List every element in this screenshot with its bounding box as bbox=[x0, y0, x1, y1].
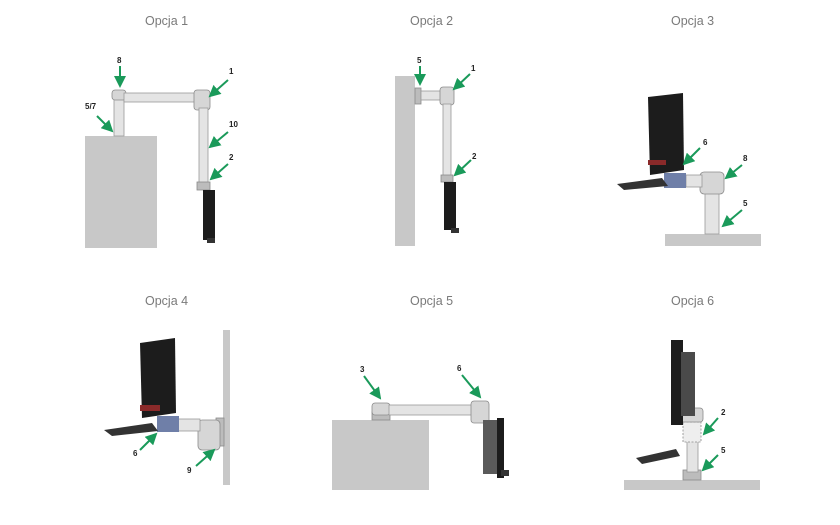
connector bbox=[196, 181, 211, 191]
wall-bracket bbox=[414, 87, 422, 105]
monitor-base bbox=[501, 470, 509, 476]
green-arrow bbox=[195, 448, 216, 467]
joint bbox=[371, 402, 391, 416]
connector bbox=[440, 174, 454, 183]
wall bbox=[395, 76, 415, 246]
callout-label: 1 bbox=[471, 64, 476, 73]
monitor-icon bbox=[671, 340, 683, 425]
monitor-base bbox=[207, 238, 215, 243]
callout-label: 2 bbox=[472, 152, 477, 161]
option-1-title: Opcja 1 bbox=[145, 14, 189, 28]
callout-label: 9 bbox=[187, 466, 192, 475]
callout-label: 2 bbox=[721, 408, 726, 417]
green-arrow bbox=[209, 163, 229, 181]
option-2-title: Opcja 2 bbox=[410, 14, 454, 28]
elbow-joint bbox=[193, 89, 211, 111]
callout-label: 5 bbox=[743, 199, 748, 208]
option-5-illustration bbox=[332, 374, 509, 490]
mount-block bbox=[664, 173, 686, 188]
arm-horizontal bbox=[388, 404, 474, 416]
green-arrow bbox=[461, 374, 482, 399]
monitor-buttons bbox=[648, 160, 666, 165]
option-4-illustration bbox=[104, 330, 230, 485]
green-arrow bbox=[208, 79, 229, 98]
arm-horizontal bbox=[685, 174, 703, 188]
option-3-illustration bbox=[617, 93, 761, 246]
green-arrow bbox=[682, 147, 701, 166]
green-arrow bbox=[139, 432, 158, 451]
keyboard-tray bbox=[617, 178, 668, 190]
callout-label: 6 bbox=[133, 449, 138, 458]
desk bbox=[624, 480, 760, 490]
cabinet bbox=[85, 136, 157, 248]
monitor-screen bbox=[497, 418, 504, 478]
callout-label: 5 bbox=[721, 446, 726, 455]
callout-label: 8 bbox=[117, 56, 122, 65]
green-arrow bbox=[363, 375, 382, 400]
monitor-base bbox=[451, 228, 459, 233]
green-arrow bbox=[208, 131, 229, 149]
elbow-joint bbox=[699, 171, 725, 195]
pole bbox=[704, 191, 720, 235]
green-arrow bbox=[96, 115, 114, 133]
mount-block bbox=[157, 416, 179, 432]
monitor-back bbox=[681, 352, 695, 416]
callout-label: 6 bbox=[457, 364, 462, 373]
option-2-illustration bbox=[395, 66, 472, 246]
pole-lower bbox=[686, 439, 699, 473]
callout-label: 2 bbox=[229, 153, 234, 162]
monitor-icon bbox=[203, 190, 215, 240]
elbow-joint bbox=[197, 419, 221, 451]
option-6-title: Opcja 6 bbox=[671, 294, 715, 308]
pole-section bbox=[682, 421, 702, 443]
monitor-icon bbox=[444, 182, 456, 230]
callout-label: 6 bbox=[703, 138, 708, 147]
green-arrow bbox=[721, 209, 743, 228]
green-arrow bbox=[701, 454, 719, 472]
option-4-title: Opcja 4 bbox=[145, 294, 189, 308]
elbow-joint bbox=[470, 400, 490, 424]
wall bbox=[223, 330, 230, 485]
monitor-icon bbox=[140, 338, 176, 418]
monitor-icon bbox=[648, 93, 684, 175]
option-1-illustration bbox=[85, 66, 229, 248]
callout-label: 8 bbox=[743, 154, 748, 163]
callout-label: 10 bbox=[229, 120, 238, 129]
option-6-illustration bbox=[624, 340, 760, 490]
callout-label: 5 bbox=[417, 56, 422, 65]
callout-label: 1 bbox=[229, 67, 234, 76]
arm-horizontal bbox=[177, 418, 201, 432]
callout-label: 3 bbox=[360, 365, 365, 374]
callout-label: 5/7 bbox=[85, 102, 97, 111]
arm-vertical bbox=[198, 107, 209, 185]
monitor-buttons bbox=[140, 405, 160, 411]
elbow-joint bbox=[439, 86, 455, 106]
desk bbox=[665, 234, 761, 246]
green-arrow bbox=[724, 164, 743, 180]
keyboard-tray bbox=[636, 449, 680, 464]
keyboard-tray bbox=[104, 423, 158, 436]
green-arrow bbox=[702, 417, 719, 436]
option-3-title: Opcja 3 bbox=[671, 14, 715, 28]
arm-horizontal bbox=[123, 92, 203, 103]
desk bbox=[332, 420, 429, 490]
green-arrow bbox=[453, 159, 472, 177]
monitor-icon bbox=[483, 420, 501, 474]
arm-vertical bbox=[442, 103, 452, 177]
option-5-title: Opcja 5 bbox=[410, 294, 454, 308]
green-arrow bbox=[452, 73, 471, 91]
